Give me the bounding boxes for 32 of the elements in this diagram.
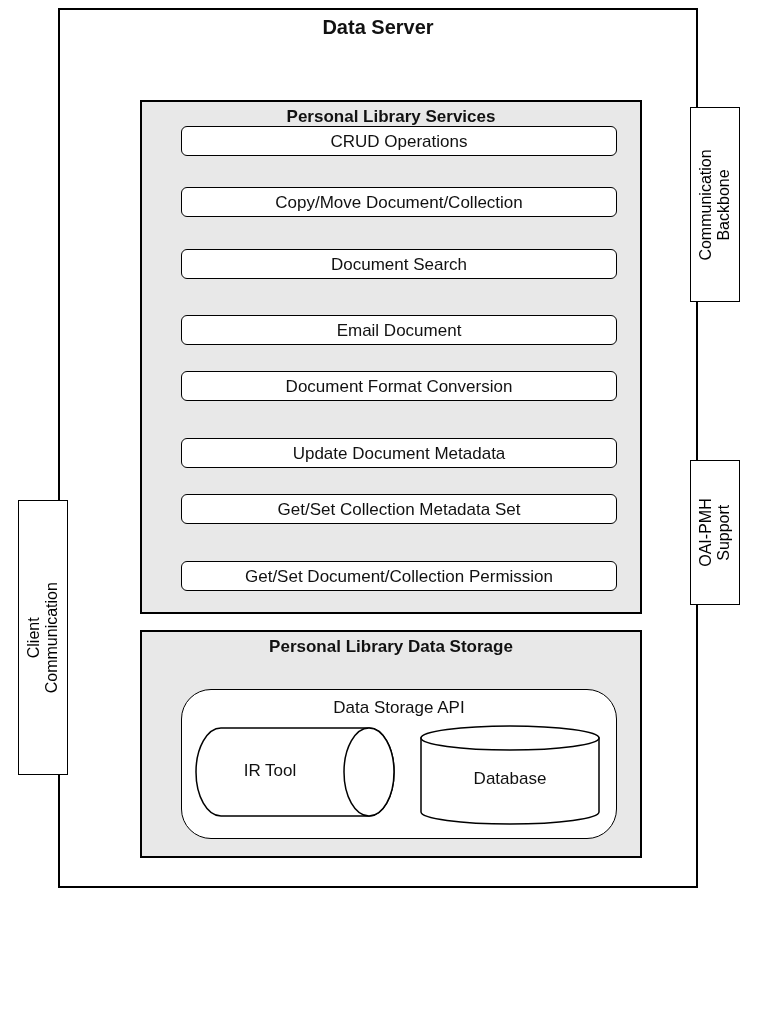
operation-box: [181, 438, 617, 468]
panel-heading: Personal Library Data Storage: [269, 637, 513, 657]
band-label: Client Communication: [25, 580, 61, 696]
band-label: OAI-PMH Support: [697, 497, 733, 569]
operation-label: Update Document Metadata: [292, 444, 506, 464]
side-band: [690, 460, 740, 605]
api-box: [181, 689, 617, 839]
frame-heading: Data Server: [322, 16, 434, 39]
operation-label: CRUD Operations: [330, 132, 468, 152]
operation-box: [181, 561, 617, 591]
side-band: [18, 500, 68, 775]
storage-panel: [140, 630, 642, 858]
operation-label: Get/Set Collection Metadata Set: [277, 500, 521, 520]
band-label: Communication Backbone: [697, 148, 733, 261]
operation-box: [181, 371, 617, 401]
operation-box: [181, 249, 617, 279]
side-band: [690, 107, 740, 302]
operation-box: [181, 494, 617, 524]
operation-label: Email Document: [336, 321, 462, 341]
operation-label: Document Search: [330, 255, 468, 275]
operation-box: [181, 126, 617, 156]
operation-label: Copy/Move Document/Collection: [275, 193, 523, 213]
operation-label: Document Format Conversion: [285, 377, 513, 397]
operation-box: [181, 315, 617, 345]
operation-box: [181, 187, 617, 217]
cylinder-label: IR Tool: [242, 761, 298, 781]
cylinder-label: Database: [473, 769, 547, 789]
api-label: Data Storage API: [333, 698, 465, 718]
panel-heading: Personal Library Services: [286, 107, 496, 127]
server-frame: [58, 8, 698, 888]
services-panel: [140, 100, 642, 614]
operation-label: Get/Set Document/Collection Permission: [245, 567, 553, 587]
